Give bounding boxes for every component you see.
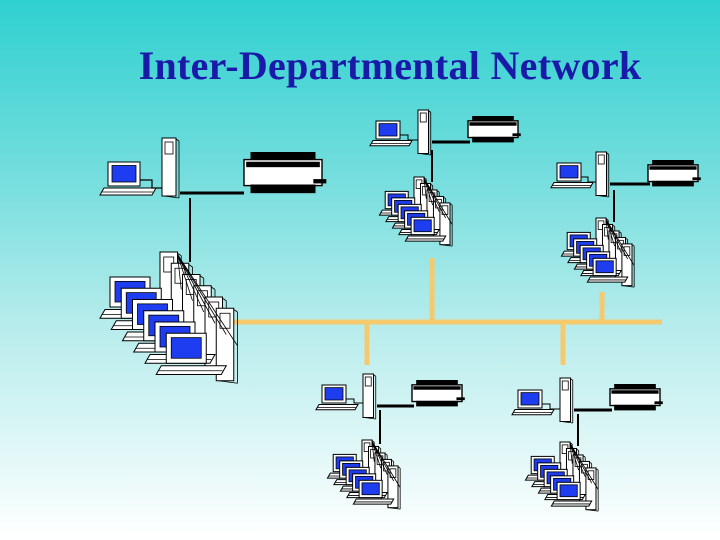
- printer-icon: [411, 380, 465, 407]
- wire-line: [140, 179, 162, 189]
- server-computer-icon: [550, 162, 594, 189]
- workstation-stack-icon: [378, 176, 453, 247]
- workstation-tower-icon: [585, 467, 599, 512]
- workstation-stack-icon: [524, 441, 599, 512]
- printer-icon: [243, 152, 327, 194]
- server-tower-icon: [595, 151, 610, 198]
- server-computer-icon: [369, 120, 413, 147]
- workstation-stack-icon: [560, 217, 635, 288]
- server-tower-icon: [362, 373, 377, 420]
- backbone: [232, 258, 662, 365]
- department-4: [315, 373, 465, 510]
- department-1: [99, 137, 327, 384]
- server-tower-icon: [161, 137, 180, 199]
- department-2: [369, 109, 521, 247]
- server-computer-icon: [511, 389, 555, 416]
- server-computer-icon: [99, 161, 157, 196]
- department-3: [550, 151, 701, 288]
- workstation-computer-icon: [155, 332, 228, 375]
- workstation-computer-icon: [550, 481, 593, 507]
- slide-title: Inter-Departmental Network: [138, 43, 642, 88]
- printer-icon: [647, 160, 701, 187]
- wire-line: [581, 176, 596, 183]
- workstation-computer-icon: [404, 216, 447, 242]
- server-tower-icon: [559, 377, 574, 424]
- printer-icon: [609, 384, 663, 411]
- wire-line: [400, 134, 418, 141]
- workstation-computer-icon: [352, 479, 395, 505]
- workstation-tower-icon: [621, 243, 635, 288]
- workstation-tower-icon: [439, 202, 453, 247]
- printer-icon: [467, 116, 521, 143]
- workstation-tower-icon: [215, 307, 238, 384]
- department-5: [511, 377, 663, 512]
- wire-line: [542, 403, 560, 410]
- workstation-stack-icon: [99, 251, 238, 384]
- wire-line: [346, 398, 363, 404]
- workstation-computer-icon: [586, 257, 629, 283]
- server-tower-icon: [417, 109, 432, 156]
- workstation-tower-icon: [387, 465, 401, 510]
- workstation-stack-icon: [326, 439, 401, 510]
- server-computer-icon: [315, 384, 359, 411]
